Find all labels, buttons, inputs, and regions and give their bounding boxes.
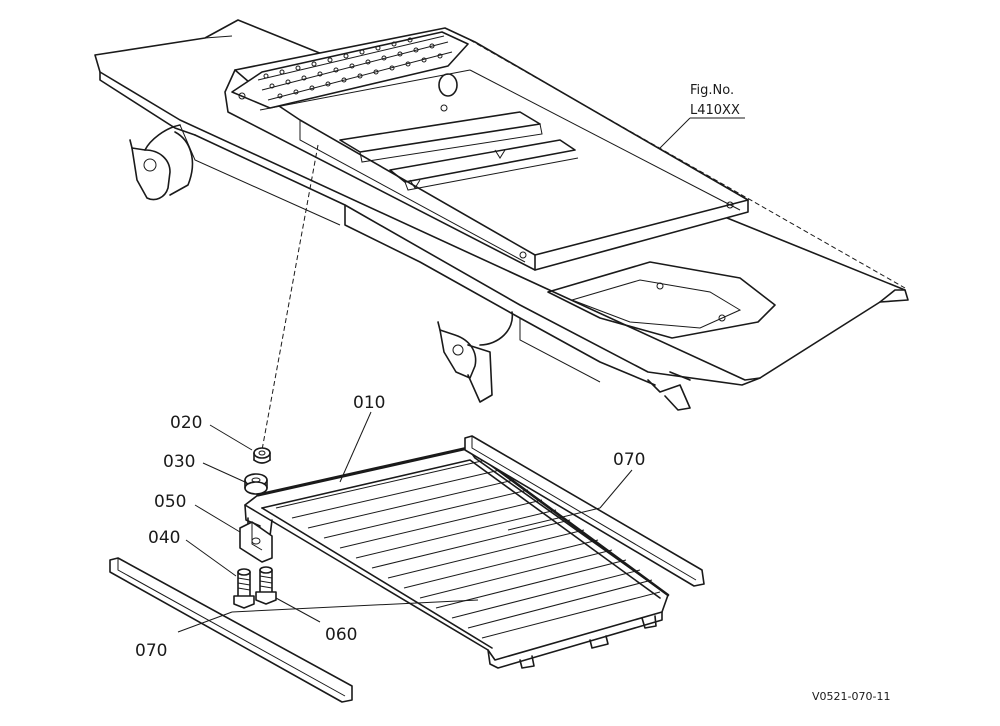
side-strip-right	[464, 435, 705, 587]
side-strip-left	[109, 557, 353, 703]
callout-060: 060	[325, 625, 357, 645]
figure-reference: Fig.No. L410XX V0521-070-11	[690, 83, 890, 703]
floor-frame	[94, 19, 909, 411]
callout-labels: 010 020 030 050 040 070 070 060	[135, 393, 645, 661]
callout-070-right: 070	[613, 450, 645, 470]
fig-number: L410XX	[690, 103, 740, 118]
leader-lines	[177, 411, 633, 633]
callout-040: 040	[148, 528, 180, 548]
grille-holes	[263, 37, 443, 99]
grommet-030	[244, 473, 268, 495]
mat-ribs	[275, 459, 661, 639]
callout-010: 010	[353, 393, 385, 413]
bolt-060	[255, 566, 277, 605]
floor-mat	[244, 446, 670, 669]
alignment-lines	[261, 39, 906, 451]
callout-050: 050	[154, 492, 186, 512]
bracket-050	[239, 521, 273, 563]
callout-030: 030	[163, 452, 195, 472]
fig-label: Fig.No.	[690, 83, 734, 98]
washer-020	[253, 447, 271, 464]
callout-070-left: 070	[135, 641, 167, 661]
drawing-code: V0521-070-11	[812, 690, 890, 703]
bolt-040	[233, 568, 255, 609]
callout-020: 020	[170, 413, 202, 433]
